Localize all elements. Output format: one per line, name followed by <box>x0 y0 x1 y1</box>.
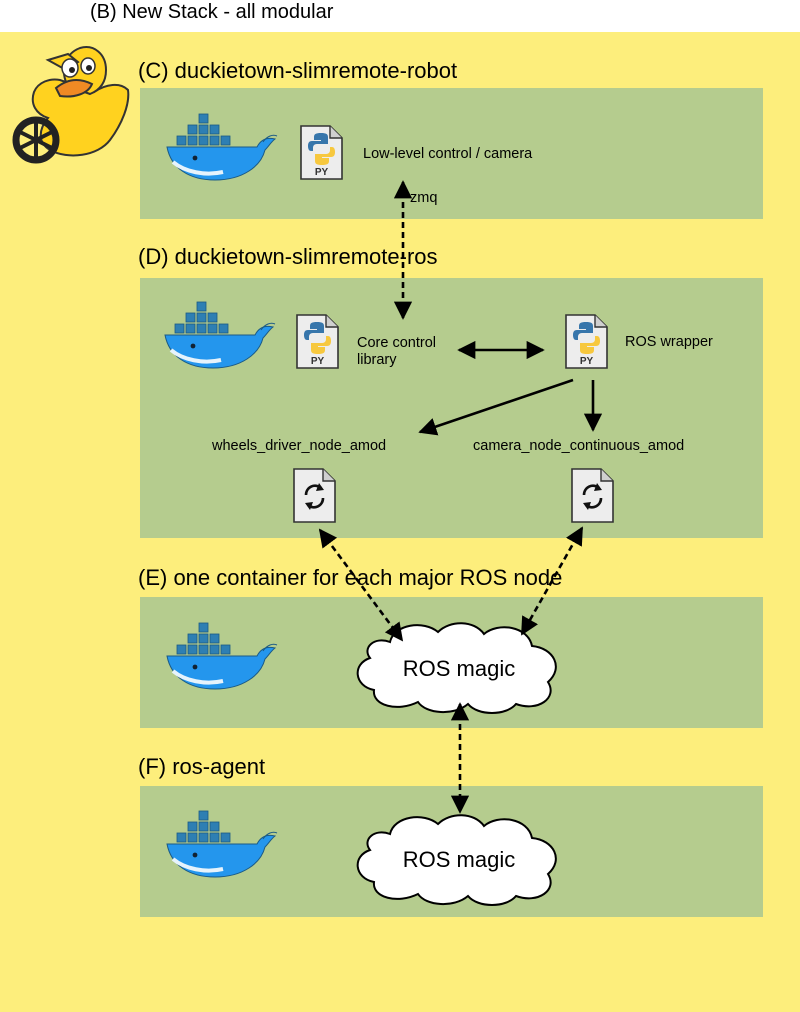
label-camera-node: camera_node_continuous_amod <box>473 438 685 454</box>
edge-label-zmq: zmq <box>410 190 438 206</box>
ros-magic-label: ROS magic <box>402 656 516 681</box>
label-wheels-driver-node: wheels_driver_node_amod <box>212 438 387 454</box>
arrow-wheels-to-ros <box>318 528 404 642</box>
ros-magic-label: ROS magic <box>402 847 516 872</box>
label-low-level-control: Low-level control / camera <box>363 146 533 162</box>
arrow-camera-to-ros <box>520 526 584 636</box>
duck-logo <box>12 46 130 164</box>
panel-ros <box>140 278 763 538</box>
label-core-control-library: Core control library <box>357 335 436 368</box>
section-title-robot: (C) duckietown-slimremote-robot <box>138 58 458 83</box>
ros-magic-cloud <box>356 622 557 714</box>
section-title-ros-agent: (F) ros-agent <box>138 754 266 779</box>
ros-magic-cloud <box>356 814 557 906</box>
section-title-ros: (D) duckietown-slimremote-ros <box>138 244 438 269</box>
label-ros-wrapper: ROS wrapper <box>625 334 713 350</box>
diagram-title: (B) New Stack - all modular <box>90 1 334 23</box>
arrow-wrapper-to-wheels <box>418 378 574 436</box>
